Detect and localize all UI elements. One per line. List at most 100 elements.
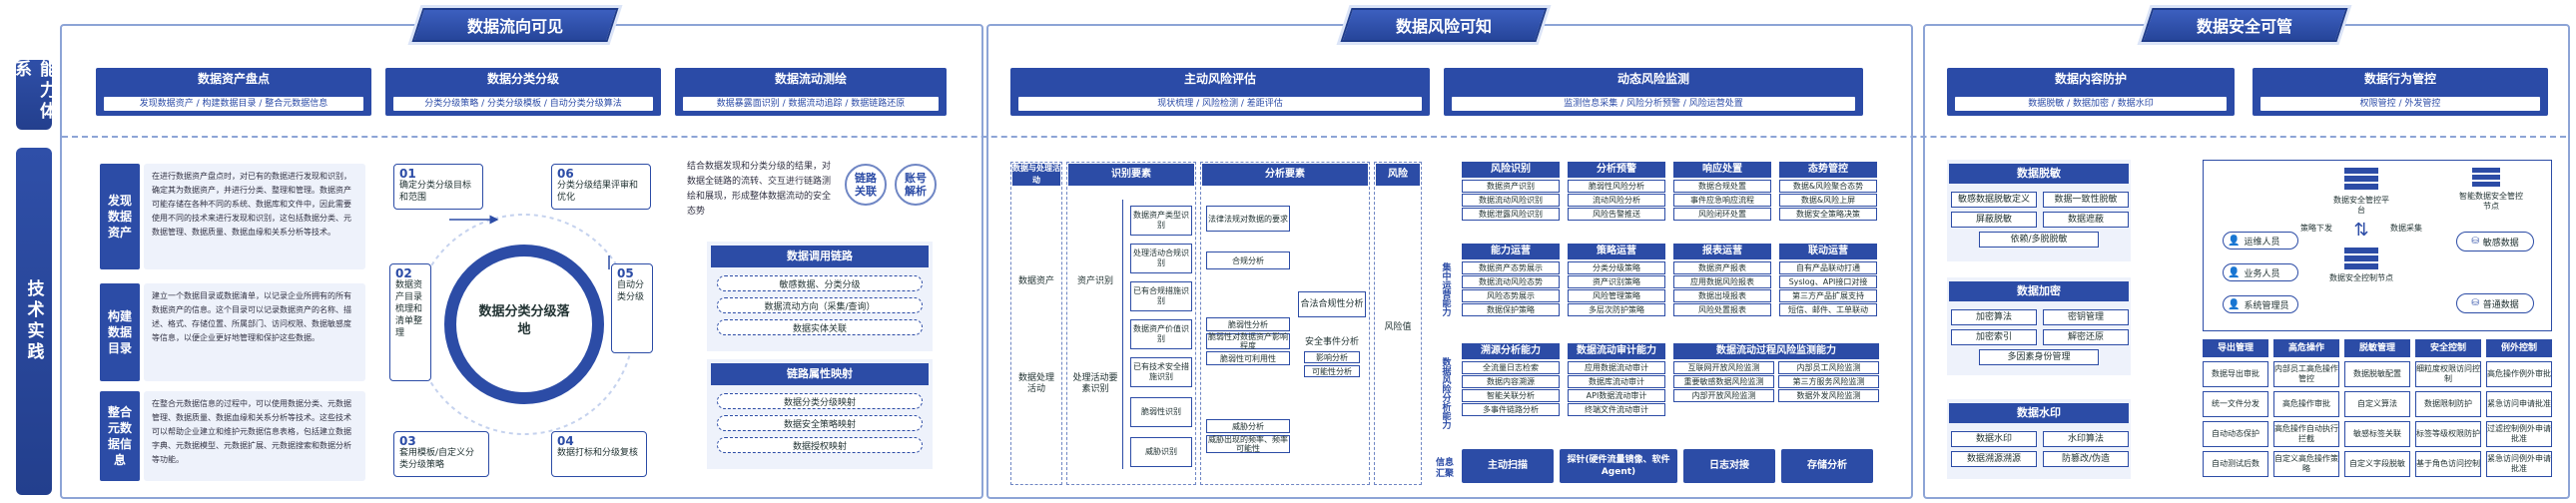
- risk-grid-item: 流动风险分析: [1568, 194, 1665, 207]
- risk-grid-item: 互联网开放风险监测: [1673, 361, 1774, 374]
- analyze-element: 脆弱性可利用性: [1206, 351, 1290, 365]
- protection-item: 数据水印: [1951, 431, 2037, 447]
- risk-grid-item: 数据流动风险识别: [1462, 194, 1560, 207]
- risk-grid-item: 重要敏感数据风险监测: [1673, 375, 1774, 388]
- risk-grid-item: 数据外发风险监测: [1778, 389, 1879, 402]
- arrow-collect-label: 数据采集: [2390, 224, 2422, 233]
- identify-element: 处理活动合规识别: [1130, 244, 1192, 273]
- asset-item-title-1: 发现数据资产: [100, 164, 140, 269]
- badge-account-parse: 账号解析: [895, 164, 937, 206]
- behavior-item: 统一文件分发: [2203, 391, 2268, 417]
- protection-item: 数据溯源溯源: [1951, 451, 2037, 467]
- risk-grid-item: 数据&风险聚合态势: [1779, 180, 1877, 193]
- behavior-column-header: 高危操作: [2273, 339, 2339, 357]
- asset-item-text-3: 在整合元数据信息的过程中，可以使用数据分类、元数据管理、数据质量、数据血缘和关系…: [144, 391, 365, 481]
- behavior-item: 数据脱敏配置: [2344, 361, 2410, 387]
- normal-data: ⛁普通数据: [2456, 293, 2534, 313]
- behavior-column-header: 导出管理: [2203, 339, 2268, 357]
- behavior-item: 标签等级权限防护: [2415, 421, 2481, 447]
- risk-grid-item: 数据保护策略: [1462, 303, 1560, 316]
- asset-item-title-3: 整合元数据信息: [100, 391, 140, 481]
- risk-grid-header: 数据流动审计能力: [1568, 343, 1665, 359]
- lane-analyze: [1200, 162, 1370, 485]
- risk-grid-item: 多层次防护策略: [1568, 303, 1665, 316]
- risk-grid-item: 风险态势展示: [1462, 289, 1560, 302]
- risk-grid-header: 态势管控: [1779, 162, 1877, 178]
- risk-grid-item: 应用数据风险报表: [1673, 275, 1771, 288]
- side-label-info: 信息汇聚: [1436, 458, 1455, 479]
- platform-icon: [2344, 168, 2378, 192]
- risk-grid-item: 风险管理策略: [1568, 289, 1665, 302]
- risk-grid-item: 数据内容溯源: [1462, 375, 1560, 388]
- analyze-element: 法律法规对数据的要求: [1206, 206, 1290, 232]
- risk-grid-item: 数据资产识别: [1462, 180, 1560, 193]
- asset-item-text-1: 在进行数据资产盘点时，对已有的数据进行发现和识别，确定其为数据资产，并进行分类、…: [144, 164, 365, 269]
- risk-grid-item: 智能关联分析: [1462, 389, 1560, 402]
- row-label-tech: 技术实践: [16, 148, 52, 495]
- control-diagram: [2203, 160, 2552, 331]
- flow-mapping-text: 结合数据发现和分类分级的结果，对数据全链路的流转、交互进行链路测绘和展现，形成整…: [687, 162, 832, 217]
- risk-grid-item: 数据泄露风险识别: [1462, 208, 1560, 221]
- node-security-event: 安全事件分析: [1298, 335, 1366, 349]
- risk-grid-item: Syslog、API接口对接: [1779, 275, 1877, 288]
- user-icon: 👤: [2228, 266, 2241, 278]
- risk-grid-header: 溯源分析能力: [1462, 343, 1560, 359]
- node-asset-identify: 资产识别: [1076, 276, 1113, 286]
- protection-item: 屏蔽脱敏: [1951, 212, 2037, 228]
- attribute-map-item-2: 数据安全策略映射: [717, 415, 923, 431]
- section-title-visible: 数据流向可见: [411, 8, 619, 42]
- risk-grid-item: 内部员工风险监测: [1778, 361, 1879, 374]
- risk-grid-item: 风险处置报表: [1673, 303, 1771, 316]
- risk-grid-item: 数据资产报表: [1673, 261, 1771, 274]
- behavior-item: 自定义高危操作策略: [2273, 451, 2339, 477]
- behavior-item: 数据限制防护: [2415, 391, 2481, 417]
- protection-item: 数据一致性脱敏: [2043, 192, 2129, 208]
- risk-grid-item: 短信、邮件、工单联动: [1779, 303, 1877, 316]
- call-chain-item-2: 数据流动方向（采集/查询）: [717, 297, 923, 313]
- risk-grid-item: 第三方服务风险监测: [1778, 375, 1879, 388]
- info-probe: 探针(硬件流量镜像、软件Agent): [1560, 449, 1677, 483]
- behavior-item: 自定义算法: [2344, 391, 2410, 417]
- platform-label: 数据安全管控平台: [2333, 196, 2389, 215]
- risk-grid-item: 脆弱性风险分析: [1568, 180, 1665, 193]
- protection-item: 水印算法: [2043, 431, 2129, 447]
- risk-grid-item: 自有产品联动打通: [1779, 261, 1877, 274]
- node-processing: 数据处理活动: [1017, 373, 1054, 394]
- behavior-column-header: 例外控制: [2486, 339, 2552, 357]
- smart-node-label: 智能数据安全管控节点: [2459, 192, 2523, 211]
- behavior-column-header: 安全控制: [2415, 339, 2481, 357]
- asset-item-title-2: 构建数据目录: [100, 283, 140, 381]
- capability-asset-inventory: 数据资产盘点发现数据资产 / 构建数据目录 / 整合元数据信息: [96, 68, 371, 116]
- call-chain-item-3: 数据实体关联: [717, 319, 923, 335]
- risk-grid-item: 分类分级策略: [1568, 261, 1665, 274]
- analyze-element: 脆弱性分析: [1206, 317, 1290, 331]
- capability-flow-mapping: 数据流动测绘数据暴露面识别 / 数据流动追踪 / 数据链路还原: [675, 68, 947, 116]
- arrow-up-down-icon: ⇅: [2353, 220, 2369, 241]
- node-risk-value: 风险值: [1378, 319, 1418, 335]
- behavior-item: 自定义字段脱敏: [2344, 451, 2410, 477]
- risk-grid-item: 数据合规处置: [1673, 180, 1771, 193]
- call-chain-title: 数据调用链路: [711, 246, 929, 267]
- user-ops: 👤运维人员: [2223, 232, 2298, 250]
- masking-title: 数据脱敏: [1949, 164, 2129, 184]
- arrow-policy-label: 策略下发: [2300, 224, 2332, 233]
- database-icon: ⛁: [2471, 237, 2479, 247]
- capability-risk-assessment: 主动风险评估现状梳理 / 风险检测 / 差距评估: [1010, 68, 1430, 116]
- risk-grid-item: 资产识别策略: [1568, 275, 1665, 288]
- risk-grid-header: 能力运营: [1462, 244, 1560, 259]
- protection-item: 加密算法: [1951, 309, 2037, 325]
- risk-grid-header: 策略运营: [1568, 244, 1665, 259]
- behavior-item: 高危操作审批: [2273, 391, 2339, 417]
- risk-grid-header: 分析预警: [1568, 162, 1665, 178]
- identify-element: 已有合规措施识别: [1130, 281, 1192, 311]
- risk-grid-item: 终端文件流动审计: [1568, 403, 1665, 416]
- node-impact-analysis: 影响分析: [1304, 351, 1360, 363]
- identify-elements-col: [1122, 200, 1124, 469]
- risk-grid-item: 数据库流动审计: [1568, 375, 1665, 388]
- identify-element: 威胁识别: [1130, 437, 1192, 467]
- node-possibility-analysis: 可能性分析: [1304, 365, 1360, 377]
- analyze-element: 威胁分析: [1206, 419, 1290, 433]
